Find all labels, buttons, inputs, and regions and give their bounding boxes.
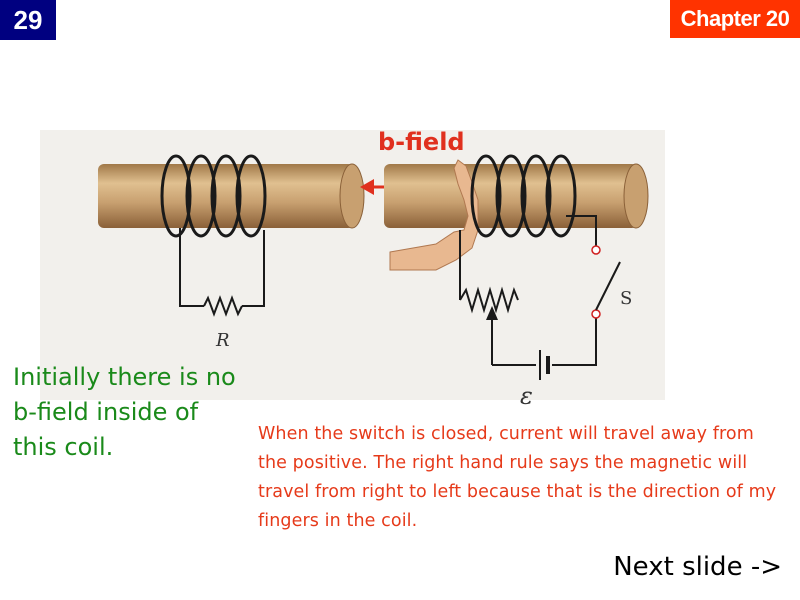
left-core — [98, 164, 354, 228]
chapter-label: Chapter 20 — [670, 0, 800, 38]
right-winding — [520, 154, 552, 238]
emf-label: ε — [520, 382, 533, 410]
right-circuit-wire — [552, 318, 597, 366]
switch-terminal — [591, 245, 601, 255]
right-core-end — [623, 163, 649, 229]
left-circuit-wire — [179, 228, 204, 307]
left-winding — [235, 154, 267, 238]
rheostat-arrow-head — [486, 306, 498, 320]
left-winding — [210, 154, 242, 238]
left-coil: R — [98, 154, 365, 351]
slide-number: 29 — [0, 0, 56, 40]
right-winding — [470, 154, 502, 238]
switch-terminal — [591, 309, 601, 319]
next-slide-link[interactable]: Next slide -> — [613, 552, 782, 582]
switch-note: When the switch is closed, current will … — [258, 424, 777, 531]
right-windings — [470, 154, 577, 238]
battery-icon — [539, 350, 550, 380]
right-circuit-wire — [566, 215, 597, 246]
hand-thumb-icon — [389, 159, 479, 271]
right-core — [384, 164, 638, 228]
resistor-label: R — [215, 330, 230, 351]
left-circuit-wire — [242, 230, 265, 307]
rheostat — [459, 286, 519, 314]
right-coil: S ε — [384, 154, 649, 410]
right-winding — [495, 154, 527, 238]
initial-note: Initially there is no b-field inside of … — [13, 363, 236, 461]
left-windings — [160, 154, 267, 238]
induction-figure: R S ε — [40, 130, 665, 410]
right-winding — [545, 154, 577, 238]
switch-lever — [595, 261, 621, 311]
field-label: b-field — [378, 128, 465, 156]
left-core-end — [339, 163, 365, 229]
left-winding — [185, 154, 217, 238]
left-resistor — [203, 295, 243, 317]
switch-label: S — [620, 288, 632, 309]
left-winding — [160, 154, 192, 238]
